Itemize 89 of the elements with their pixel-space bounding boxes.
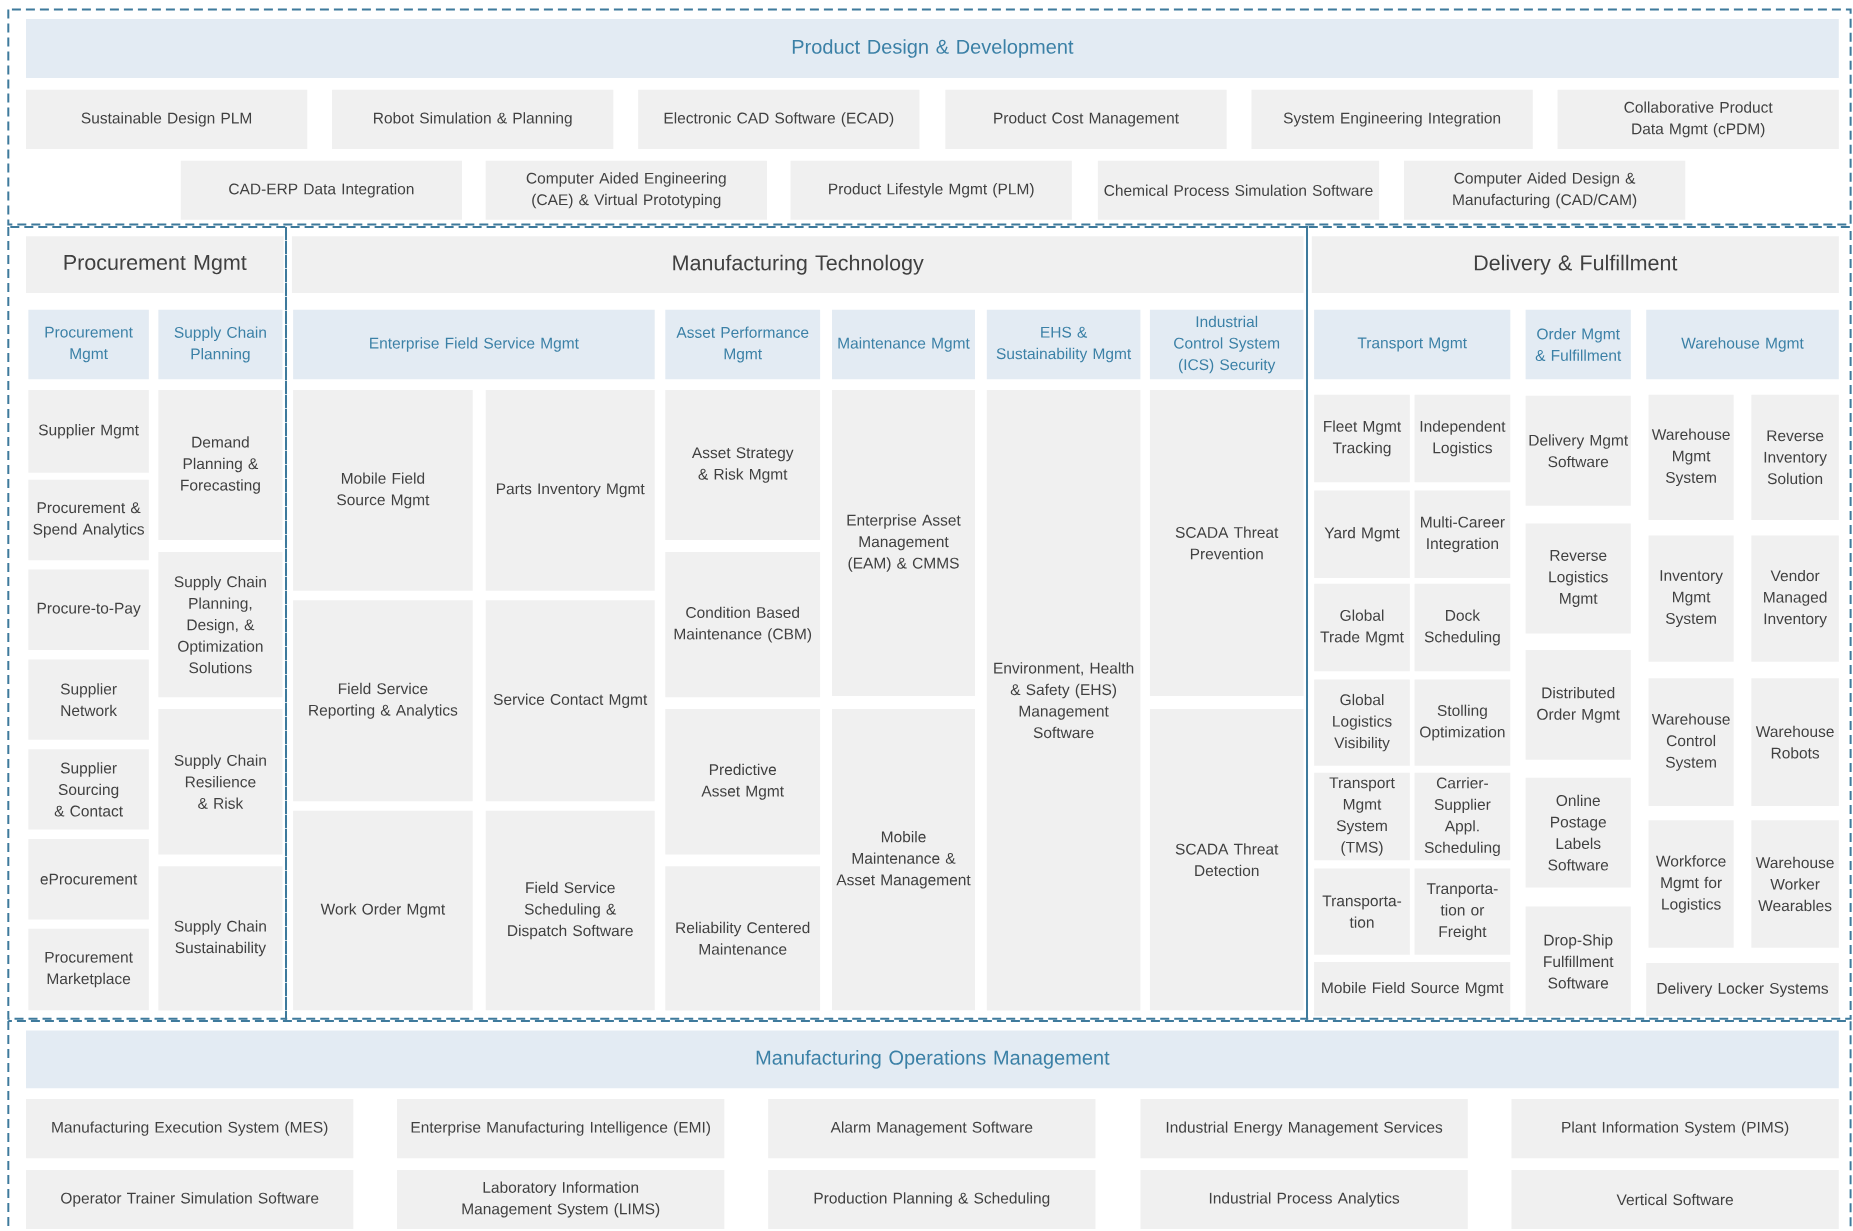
item-box: Product Lifestyle Mgmt (PLM) [790, 160, 1072, 220]
item-box: SCADA Threat Detection [1149, 709, 1304, 1011]
item-box: Industrial Process Analytics [1140, 1169, 1468, 1230]
category-header: Asset Performance Mgmt [665, 309, 821, 380]
section-band: Manufacturing Operations Management [26, 1030, 1839, 1089]
item-box: Delivery Mgmt Software [1525, 395, 1631, 506]
item-box: Reliability Centered Maintenance [665, 866, 821, 1011]
item-box: Global Logistics Visibility [1314, 679, 1410, 766]
item-box: Collaborative Product Data Mgmt (cPDM) [1557, 89, 1839, 149]
item-box: Chemical Process Simulation Software [1097, 160, 1380, 220]
item-box: Industrial Energy Management Services [1140, 1099, 1468, 1159]
item-box: Stolling Optimization [1414, 679, 1511, 766]
item-box: Plant Information System (PIMS) [1511, 1099, 1839, 1159]
category-header: Warehouse Mgmt [1646, 309, 1839, 380]
item-box: Dock Scheduling [1414, 583, 1511, 672]
item-box: Mobile Field Source Mgmt [293, 389, 473, 591]
item-box: Parts Inventory Mgmt [485, 389, 655, 591]
item-box: Drop-Ship Fulfillment Software [1525, 906, 1631, 1017]
item-box: CAD-ERP Data Integration [180, 160, 463, 220]
item-box: Computer Aided Design & Manufacturing (CAD/CAM) [1403, 160, 1686, 220]
category-header: Enterprise Field Service Mgmt [293, 309, 655, 380]
item-box: Manufacturing Execution System (MES) [26, 1099, 354, 1159]
item-box: Supply Chain Planning, Design, & Optimization Solutions [158, 551, 283, 698]
item-box: Supplier Sourcing & Contact [28, 749, 149, 830]
item-box: Service Contact Mgmt [485, 600, 655, 802]
item-box: Procure-to-Pay [28, 569, 149, 650]
item-box: Field Service Scheduling & Dispatch Software [485, 810, 655, 1011]
item-box: Operator Trainer Simulation Software [26, 1169, 354, 1230]
item-box: Computer Aided Engineering (CAE) & Virtual Prototyping [485, 160, 767, 220]
item-box: Transporta-tion [1314, 868, 1410, 955]
item-box: Procurement Marketplace [28, 928, 149, 1011]
item-box: eProcurement [28, 839, 149, 920]
item-box: Transport Mgmt System (TMS) [1314, 772, 1410, 861]
item-box: Mobile Maintenance & Asset Management [832, 709, 975, 1011]
item-box: Field Service Reporting & Analytics [293, 600, 473, 802]
item-box: Online Postage Labels Software [1525, 777, 1631, 888]
item-box: Procurement & Spend Analytics [28, 479, 149, 561]
section-header: Delivery & Fulfillment [1311, 236, 1839, 294]
item-box: Product Cost Management [945, 89, 1227, 149]
category-header: Industrial Control System (ICS) Security [1149, 309, 1304, 380]
item-box: Environment, Health & Safety (EHS) Management Software [986, 390, 1141, 1011]
item-box: Reverse Inventory Solution [1751, 394, 1839, 520]
item-box: Production Planning & Scheduling [768, 1169, 1096, 1230]
item-box: Workforce Mgmt for Logistics [1648, 820, 1734, 948]
item-box: Enterprise Asset Management (EAM) & CMMS [832, 389, 975, 697]
item-box: Robot Simulation & Planning [332, 89, 614, 149]
item-box: Predictive Asset Mgmt [665, 709, 821, 855]
item-box: Tranporta-tion or Freight [1414, 868, 1511, 955]
category-header: Order Mgmt & Fulfillment [1525, 309, 1631, 380]
item-box: Independent Logistics [1414, 394, 1511, 483]
item-box: Carrier-Supplier Appl. Scheduling [1414, 772, 1511, 861]
item-box: SCADA Threat Prevention [1149, 389, 1304, 697]
item-box: Warehouse Worker Wearables [1751, 820, 1839, 948]
item-box: Distributed Order Mgmt [1525, 649, 1631, 760]
item-box: Supplier Network [28, 659, 149, 740]
item-box: Vendor Managed Inventory [1751, 535, 1839, 662]
item-box: System Engineering Integration [1251, 89, 1533, 149]
item-box: Warehouse Control System [1648, 678, 1734, 806]
section-band: Product Design & Development [26, 18, 1839, 79]
category-header: Procurement Mgmt [28, 309, 149, 380]
item-box: Enterprise Manufacturing Intelligence (EMI) [397, 1099, 725, 1159]
item-box: Alarm Management Software [768, 1099, 1096, 1159]
item-box: Supply Chain Resilience & Risk [158, 709, 283, 855]
item-box: Multi-Career Integration [1414, 490, 1511, 578]
item-box: Demand Planning & Forecasting [158, 389, 283, 541]
category-header: Supply Chain Planning [158, 309, 283, 380]
category-header: EHS & Sustainability Mgmt [986, 309, 1141, 380]
item-box: Reverse Logistics Mgmt [1525, 523, 1631, 634]
item-box: Work Order Mgmt [293, 810, 473, 1011]
section-header: Manufacturing Technology [291, 236, 1304, 294]
item-box: Asset Strategy & Risk Mgmt [665, 389, 821, 541]
item-box: Mobile Field Source Mgmt [1314, 961, 1511, 1017]
section-header: Procurement Mgmt [26, 236, 284, 294]
item-box: Supply Chain Sustainability [158, 866, 283, 1011]
item-box: Warehouse Mgmt System [1648, 394, 1734, 520]
item-box: Supplier Mgmt [28, 389, 149, 473]
item-box: Inventory Mgmt System [1648, 535, 1734, 662]
item-box: Fleet Mgmt Tracking [1314, 394, 1410, 483]
category-header: Maintenance Mgmt [832, 309, 975, 380]
item-box: Laboratory Information Management System (LIMS) [397, 1169, 725, 1230]
item-box: Yard Mgmt [1314, 490, 1410, 578]
item-box: Delivery Locker Systems [1646, 963, 1839, 1017]
item-box: Vertical Software [1511, 1169, 1839, 1230]
item-box: Condition Based Maintenance (CBM) [665, 551, 821, 698]
item-box: Global Trade Mgmt [1314, 583, 1410, 672]
item-box: Sustainable Design PLM [25, 89, 308, 149]
item-box: Warehouse Robots [1751, 678, 1839, 806]
category-header: Transport Mgmt [1314, 309, 1511, 380]
item-box: Electronic CAD Software (ECAD) [638, 89, 920, 149]
